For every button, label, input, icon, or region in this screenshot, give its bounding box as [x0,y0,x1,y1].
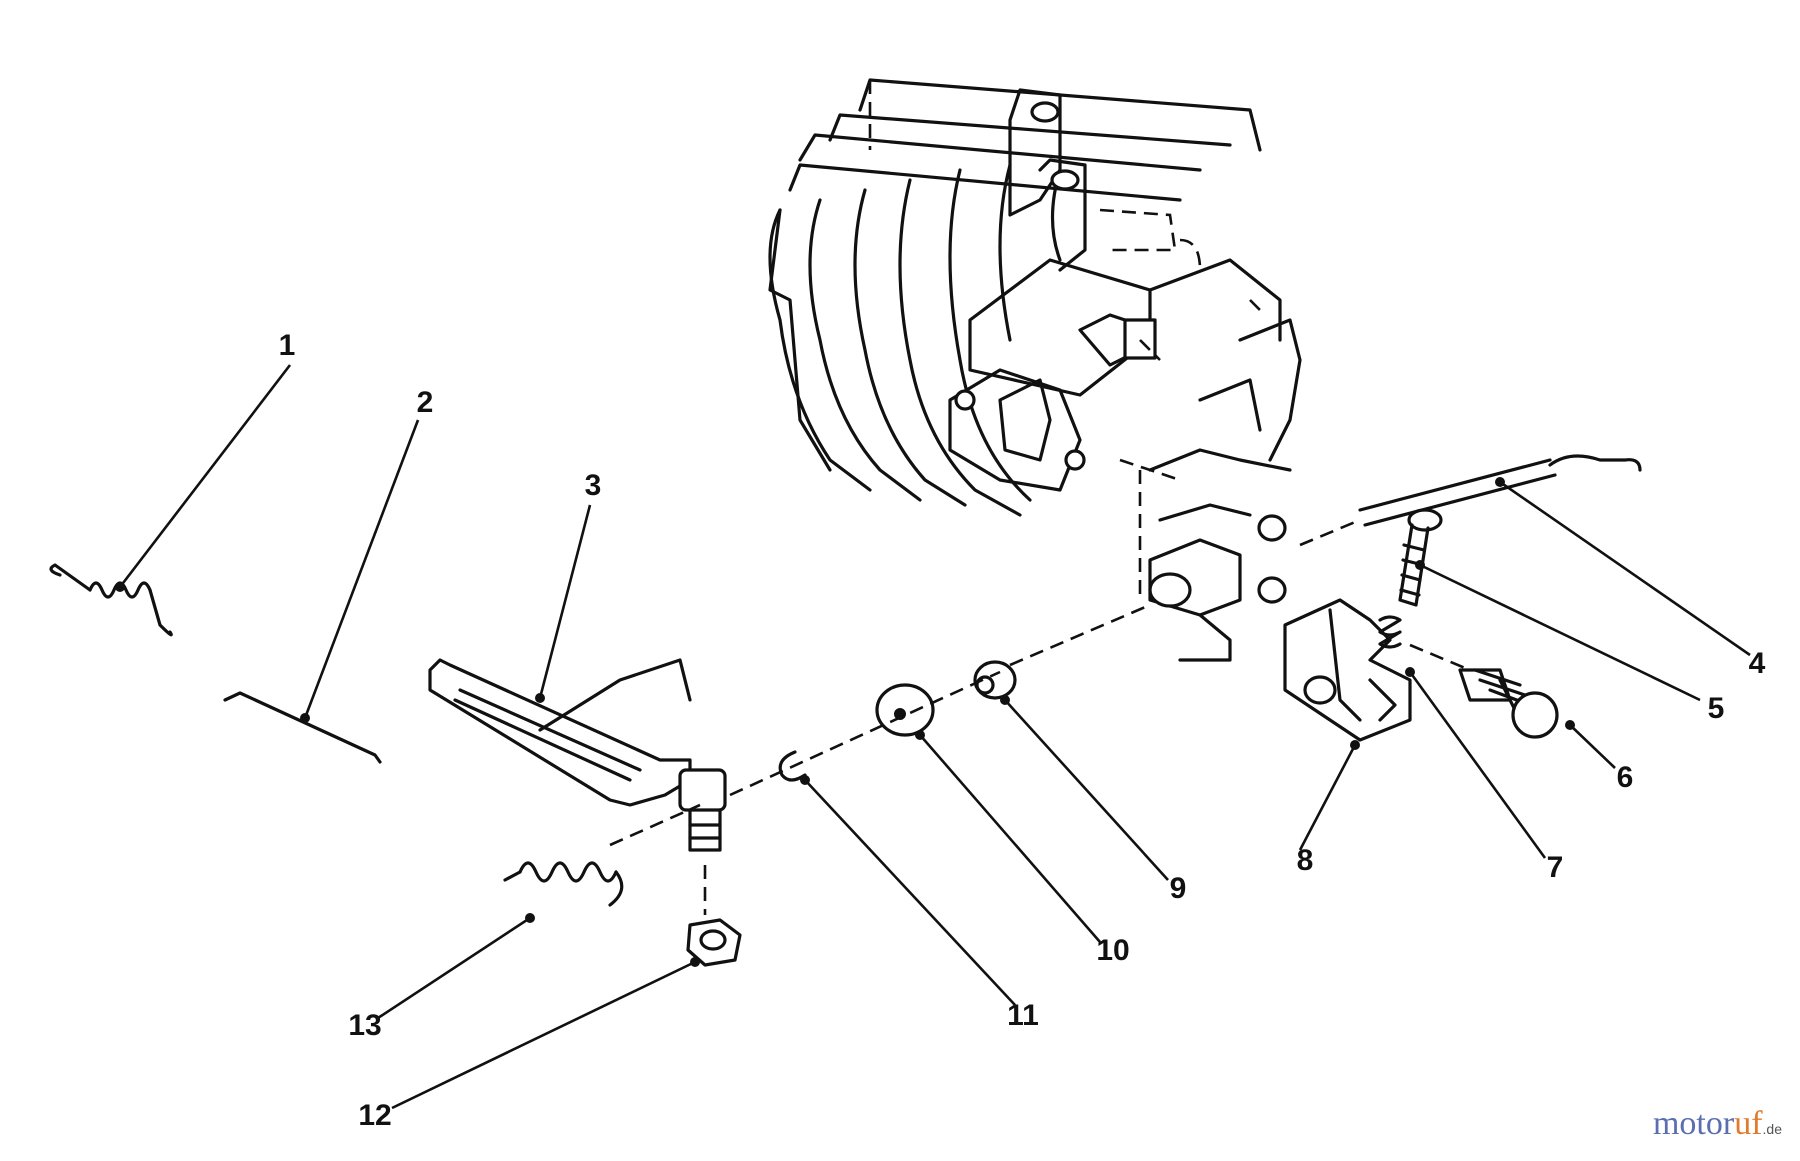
spring-icon [503,861,624,907]
screw-icon [1398,508,1443,607]
nut-icon [686,918,742,967]
watermark-suffix: .de [1762,1121,1782,1137]
rod-icon [223,691,382,764]
callout-7: 7 [1547,851,1564,884]
callout-6: 6 [1617,761,1634,794]
bolt-icon [1458,668,1559,739]
callout-8: 8 [1297,844,1314,877]
callout-9: 9 [1170,872,1187,905]
spring-icon [49,563,173,637]
assembly-axes [609,518,1466,915]
callout-13: 13 [348,1009,381,1042]
spring-icon [1378,615,1402,649]
callout-3: 3 [585,469,602,502]
callout-4: 4 [1749,647,1766,680]
callout-11: 11 [1007,999,1039,1032]
watermark-logo: motoruf.de [1653,1105,1782,1143]
cable-icon [1358,454,1642,527]
leader-dots [115,477,1575,967]
watermark-part1: motor [1652,1105,1735,1142]
callout-1: 1 [279,329,296,362]
clip-icon [778,750,807,782]
callout-5: 5 [1708,692,1725,725]
leader-lines [118,364,1751,1110]
callout-12: 12 [358,1099,391,1132]
callouts: 1 2 3 4 5 6 7 8 9 10 11 12 13 [279,329,1766,1132]
washer-icon [875,683,935,737]
callout-2: 2 [417,386,434,419]
watermark-part2: uf [1734,1105,1763,1142]
lever-icon [428,658,727,852]
engine-block-icon [768,78,1302,662]
bracket-icon [1283,598,1412,742]
callout-10: 10 [1096,934,1129,967]
